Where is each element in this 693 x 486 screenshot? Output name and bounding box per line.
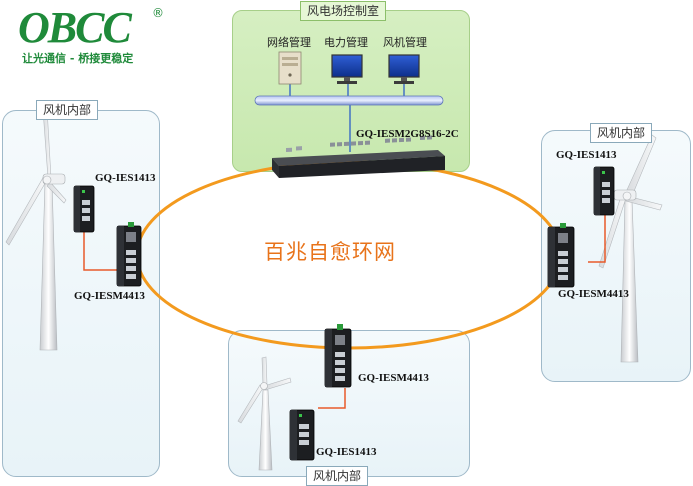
station-label-turbine: 风机管理: [383, 36, 427, 49]
network-bus: [254, 95, 444, 106]
station-label-power: 电力管理: [324, 36, 368, 49]
computer-icon: [331, 54, 363, 84]
station-label-network: 网络管理: [267, 36, 311, 49]
switch-ies1413-icon: [73, 185, 95, 233]
registered-mark: ®: [152, 6, 164, 20]
switch-ies1413-icon: [289, 409, 315, 461]
logo: OBCC ® 让光通信 - 桥接更稳定: [18, 6, 168, 66]
computer-icon: [388, 54, 420, 84]
switch-iesm4413-icon: [116, 222, 142, 287]
turbine-panel-left: [2, 110, 160, 477]
server-icon: [278, 51, 302, 85]
logo-slogan: 让光通信 - 桥接更稳定: [22, 52, 134, 65]
turbine-left-upper-device: GQ-IES1413: [95, 172, 156, 184]
turbine-bottom-title: 风机内部: [306, 466, 369, 486]
turbine-right-title: 风机内部: [590, 123, 653, 143]
core-rack-switch-icon: [272, 135, 445, 178]
switch-ies1413-icon: [593, 166, 615, 216]
core-switch-label: GQ-IESM2G8S16-2C: [356, 128, 459, 140]
ring-label: 百兆自愈环网: [264, 240, 396, 264]
turbine-bottom-lower-device: GQ-IES1413: [316, 446, 377, 458]
link-right: [588, 215, 606, 263]
turbine-right-upper-device: GQ-IES1413: [556, 149, 617, 161]
turbine-left-lower-device: GQ-IESM4413: [74, 290, 145, 302]
link-bottom: [318, 388, 346, 409]
turbine-bottom-upper-device: GQ-IESM4413: [358, 372, 429, 384]
control-room-title: 风电场控制室: [300, 1, 387, 21]
switch-iesm4413-icon: [324, 324, 352, 388]
turbine-left-title: 风机内部: [36, 100, 99, 120]
turbine-right-lower-device: GQ-IESM4413: [558, 288, 629, 300]
wind-turbine-left: [5, 107, 67, 351]
link-left: [83, 228, 118, 271]
switch-iesm4413-icon: [547, 223, 575, 288]
wind-turbine-bottom: [237, 356, 292, 471]
logo-text: OBCC: [18, 3, 132, 52]
